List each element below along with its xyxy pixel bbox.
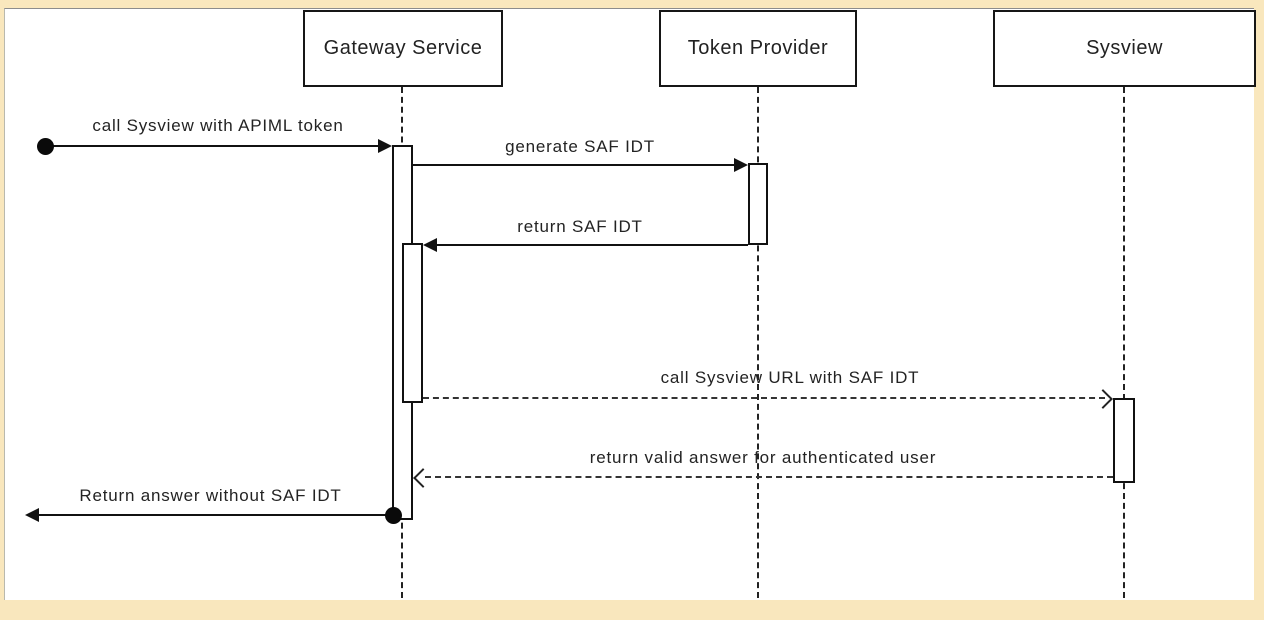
message-line-call-sysview-url [423,397,1105,399]
participant-label: Token Provider [687,37,829,59]
message-line-return-answer [38,514,394,516]
message-label-call-sysview-url: call Sysview URL with SAF IDT [660,368,920,387]
message-line-return-valid-answer [425,476,1113,478]
participant-token-provider: Token Provider [659,10,857,87]
participant-label: Gateway Service [323,37,483,59]
arrowhead-left-icon [423,238,437,252]
message-end-circle-icon [385,507,402,524]
diagram-canvas [4,8,1254,600]
message-label-return-answer: Return answer without SAF IDT [79,486,342,505]
message-label-return-valid-answer: return valid answer for authenticated us… [589,448,937,467]
lifeline-sysview [1123,87,1125,598]
participant-label: Sysview [1086,37,1163,59]
arrowhead-right-icon [378,139,392,153]
participant-sysview: Sysview [993,10,1256,87]
message-label-call-sysview: call Sysview with APIML token [92,116,344,135]
message-label-generate-saf-idt: generate SAF IDT [505,137,655,156]
activation-token-provider [748,163,768,245]
activation-sysview [1113,398,1135,483]
message-line-return-saf-idt [436,244,748,246]
activation-gateway-nested [402,243,423,403]
arrowhead-right-icon [734,158,748,172]
lifeline-token-provider [757,87,759,598]
message-line-generate-saf-idt [413,164,734,166]
message-start-circle-icon [37,138,54,155]
message-label-return-saf-idt: return SAF IDT [517,217,643,236]
arrowhead-left-icon [25,508,39,522]
message-line-call-sysview [45,145,379,147]
participant-gateway-service: Gateway Service [303,10,503,87]
